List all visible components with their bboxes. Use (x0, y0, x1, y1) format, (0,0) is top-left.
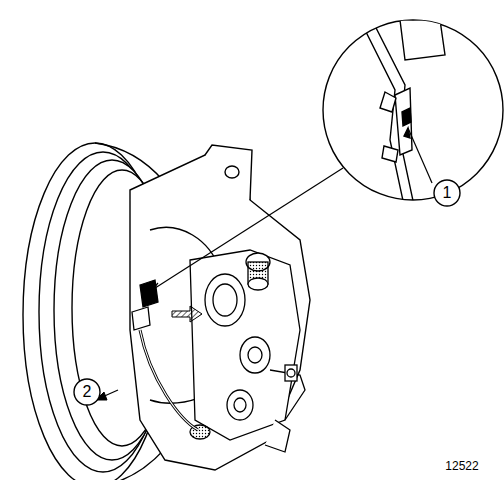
drawing-stroke (225, 166, 239, 178)
drawing-stroke (152, 283, 158, 290)
drawing-stroke (285, 365, 297, 381)
drawing-stroke (402, 108, 411, 126)
callout-number: 2 (83, 384, 92, 400)
callout-number: 1 (443, 185, 452, 201)
drawing-stroke (205, 145, 252, 200)
drawing-stroke (172, 306, 202, 322)
drawing-stroke (404, 128, 410, 138)
abs-connector (132, 280, 198, 430)
back-plate (130, 145, 310, 470)
drawing-stroke (395, 88, 412, 155)
drawing-stroke (287, 369, 295, 377)
drawing-stroke (205, 274, 245, 326)
drawing-stroke (132, 307, 150, 330)
drawing-stroke (248, 278, 268, 290)
drawing-stroke (380, 92, 396, 112)
drawing-stroke (408, 128, 432, 183)
detail-inset (152, 20, 503, 290)
drawing-stroke (240, 337, 270, 373)
drawing-stroke (140, 280, 158, 307)
hub-and-cylinder (190, 250, 305, 452)
drawing-stroke (400, 20, 445, 60)
drawing-stroke (382, 146, 398, 162)
callout-circles (74, 180, 460, 405)
drawing-stroke (140, 330, 198, 430)
drawing-stroke (74, 379, 100, 405)
drawing-stroke (323, 20, 503, 200)
direction-arrows (96, 306, 202, 400)
drawing-stroke (234, 398, 246, 412)
drawing-stroke (227, 390, 253, 420)
drawing-stroke (248, 347, 262, 363)
drawing-stroke (190, 250, 300, 440)
drawing-stroke (265, 420, 290, 452)
figure-number: 12522 (445, 460, 478, 472)
drawing-stroke (130, 155, 310, 470)
drawing-stroke (213, 284, 237, 316)
drawing-stroke (360, 20, 445, 210)
drawing-stroke (152, 168, 343, 290)
drawing-stroke (140, 330, 198, 430)
drawing-stroke (434, 180, 460, 206)
